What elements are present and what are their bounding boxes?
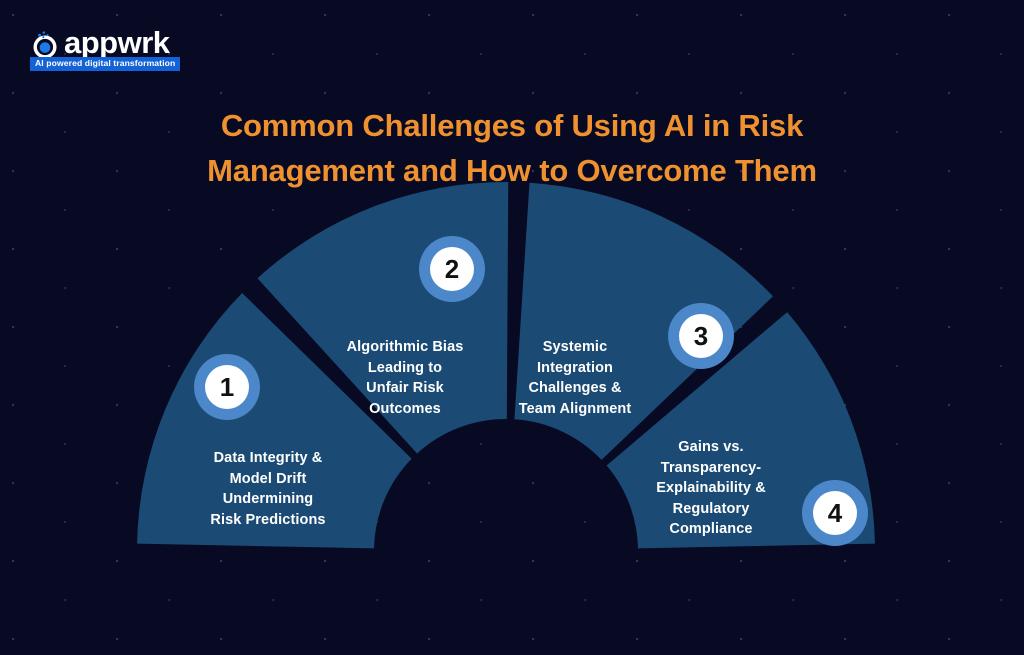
segment-number-1: 1 (205, 365, 249, 409)
segment-label-3: Systemic Integration Challenges & Team A… (518, 339, 632, 417)
segment-number-2: 2 (430, 247, 474, 291)
brand-wordmark: appwrk (64, 25, 170, 60)
donut-segment-1[interactable] (137, 293, 412, 549)
page-title-line-1: Common Challenges of Using AI in Risk (220, 108, 804, 143)
segment-number-badge-4[interactable]: 4 (802, 480, 868, 546)
segment-label-1: Data Integrity & Model Drift Undermining… (210, 450, 326, 528)
page-title-line-2: Management and How to Overcome Them (207, 153, 817, 188)
segment-number-badge-1[interactable]: 1 (194, 354, 260, 420)
segment-number-badge-2[interactable]: 2 (419, 236, 485, 302)
segment-label-4: Gains vs. Transparency- Explainability &… (656, 439, 766, 537)
page-title: Common Challenges of Using AI in Risk Ma… (0, 103, 1024, 193)
appwrk-circle-logo-icon (33, 31, 57, 59)
brand-tagline: AI powered digital transformation (30, 57, 181, 71)
donut-segment-4[interactable] (606, 312, 875, 549)
donut-segment-3[interactable] (514, 182, 773, 460)
segment-number-badge-3[interactable]: 3 (668, 303, 734, 369)
brand-logo[interactable]: appwrk AI powered digital transformation (28, 24, 208, 76)
segment-number-4: 4 (813, 491, 857, 535)
segment-number-3: 3 (679, 314, 723, 358)
segment-label-2: Algorithmic Bias Leading to Unfair Risk … (346, 339, 464, 417)
